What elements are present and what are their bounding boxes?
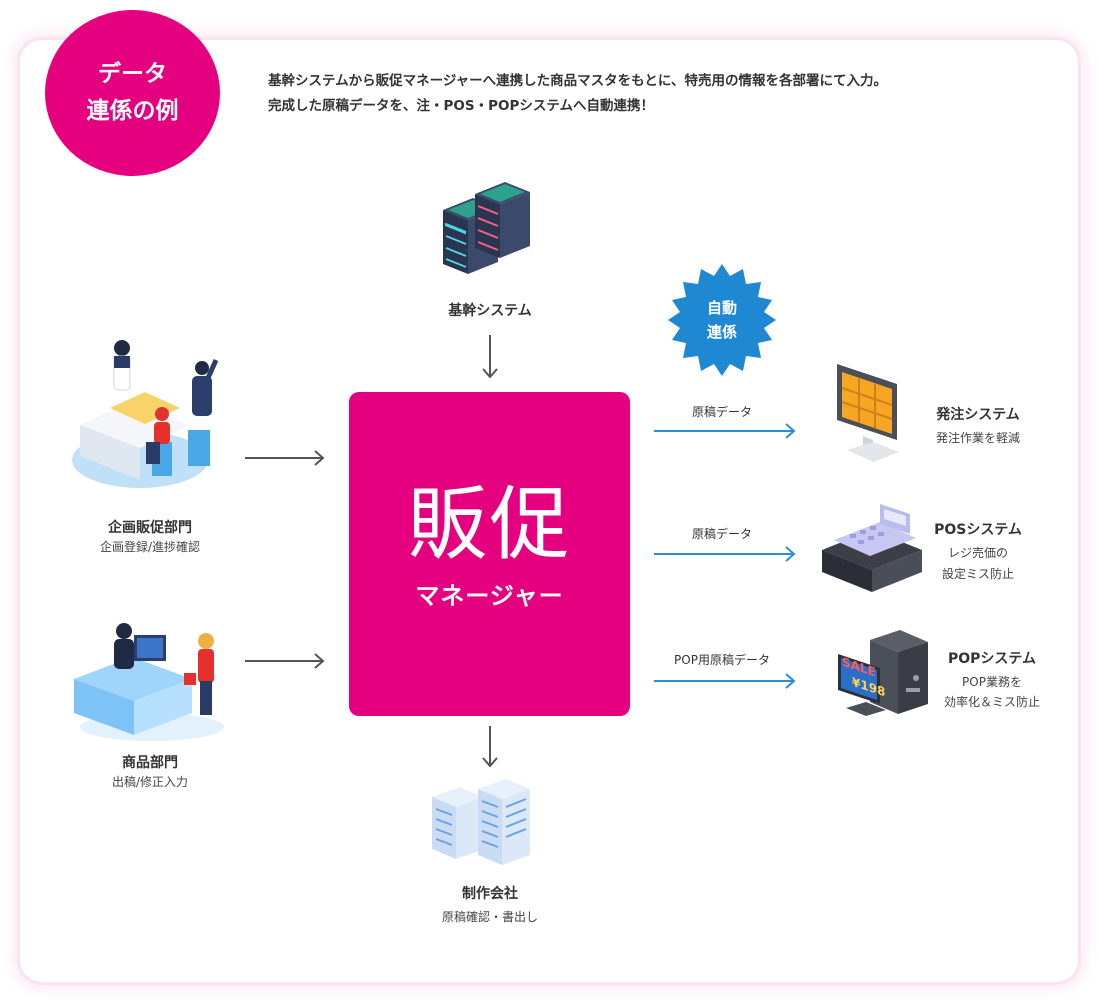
center-title: 販促 <box>407 478 572 571</box>
department-1-desc: 企画登録/進捗確認 <box>99 540 201 554</box>
department-1-title: 企画販促部門 <box>108 520 192 536</box>
merchandise-team-illustration-icon <box>74 623 224 741</box>
section-badge: データ 連係の例 <box>45 10 220 176</box>
output-3-desc-line-2: 効率化＆ミス防止 <box>943 695 1040 709</box>
promotion-manager-box: 販促 マネージャー <box>349 392 630 716</box>
flow-label-3: POP用原稿データ <box>674 653 770 667</box>
server-rack-icon <box>443 182 530 274</box>
office-building-icon <box>432 779 530 865</box>
production-desc: 原稿確認・書出し <box>441 910 538 924</box>
cash-register-icon <box>822 504 922 592</box>
arrow-down-icon <box>482 335 498 379</box>
intro-line-2: 完成した原稿データを、注・POS・POPシステムへ自動連携！ <box>268 98 654 114</box>
output-1-title: 発注システム <box>936 407 1020 423</box>
intro-text: 基幹システムから販促マネージャーへ連携した商品マスタをもとに、特売用の情報を各部… <box>268 69 1058 119</box>
output-3-title: POPシステム <box>947 651 1036 667</box>
auto-link-line-1: 自動 <box>706 299 737 317</box>
output-2-title: POSシステム <box>934 522 1022 538</box>
department-2-desc: 出稿/修正入力 <box>111 775 189 789</box>
flow-label-2: 原稿データ <box>691 527 752 541</box>
arrow-right-icon <box>245 450 325 466</box>
output-2-desc-line-1: レジ売価の <box>947 546 1008 560</box>
arrow-right-blue-icon <box>654 673 796 689</box>
arrow-right-blue-icon <box>654 546 796 562</box>
auto-link-line-2: 連係 <box>706 323 737 341</box>
output-3-desc-line-1: POP業務を <box>962 675 1022 689</box>
monitor-icon <box>837 364 899 462</box>
center-subtitle: マネージャー <box>415 582 564 610</box>
auto-link-label: 自動 連係 <box>666 264 778 376</box>
arrow-right-blue-icon <box>654 423 796 439</box>
intro-line-1: 基幹システムから販促マネージャーへ連携した商品マスタをもとに、特売用の情報を各部… <box>268 73 887 89</box>
pop-terminal-icon <box>838 630 928 716</box>
output-2-desc-line-2: 設定ミス防止 <box>941 567 1014 581</box>
production-title: 制作会社 <box>462 886 518 902</box>
department-2-title: 商品部門 <box>122 755 178 771</box>
auto-link-badge-icon <box>668 264 776 376</box>
flow-label-1: 原稿データ <box>691 405 752 419</box>
badge-line-1: データ <box>98 61 167 87</box>
arrow-down-icon <box>482 726 498 768</box>
planning-team-illustration-icon <box>72 340 219 488</box>
badge-line-2: 連係の例 <box>86 98 179 124</box>
arrow-right-icon <box>245 653 325 669</box>
output-1-desc: 発注作業を軽減 <box>935 431 1020 445</box>
core-system-label: 基幹システム <box>448 303 532 319</box>
